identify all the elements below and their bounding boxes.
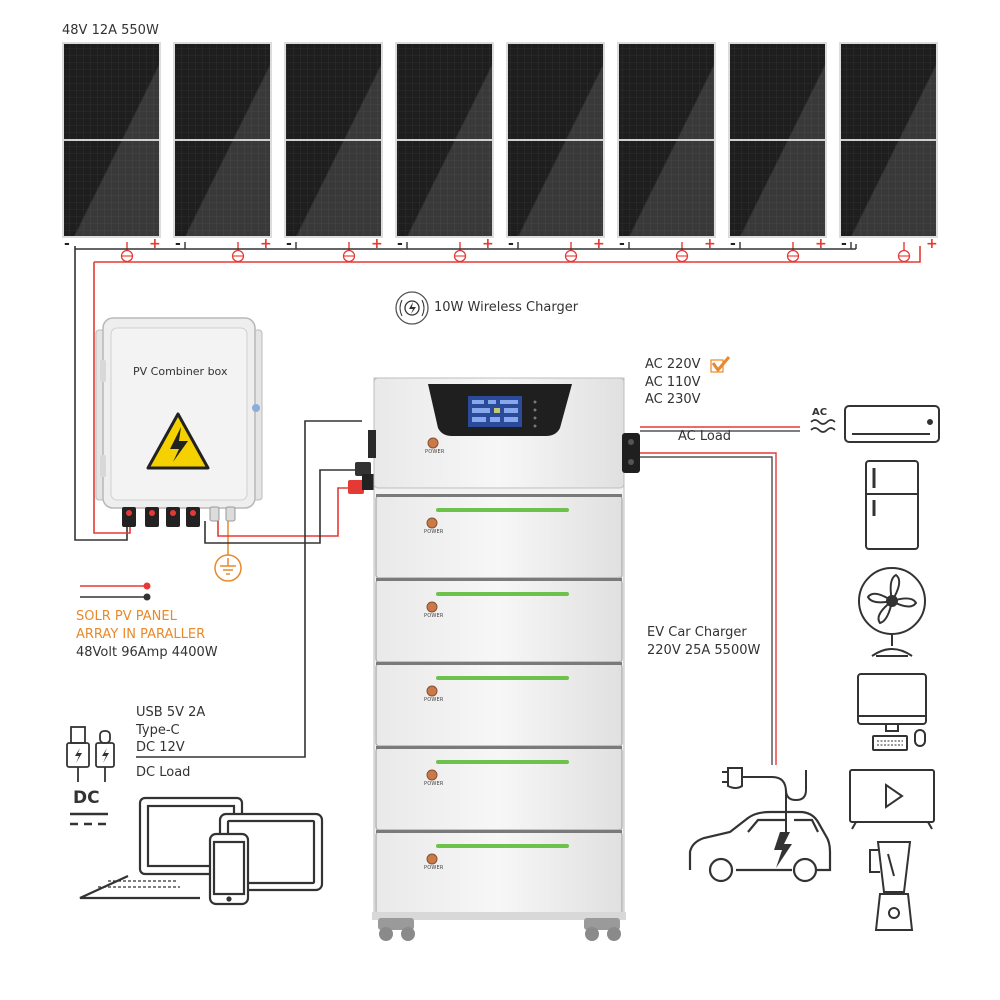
dc-symbol-label: DC [73, 788, 100, 808]
ev-charger-spec: 220V 25A 5500W [647, 642, 761, 658]
battery-module [375, 830, 623, 915]
ac-load-wiring [640, 426, 800, 765]
negative-terminal-label: - [841, 236, 847, 252]
pv-combiner-box [95, 317, 263, 527]
solar-panel-array: -+-+-+-+-+-+-+-+ [62, 42, 938, 263]
pv-array-title: SOLR PV PANEL ARRAY IN PARALLER [76, 608, 205, 643]
caster-wheels [378, 918, 621, 941]
power-button[interactable] [426, 853, 438, 865]
led-status-bar [436, 676, 569, 680]
smartphone-icon [208, 832, 250, 906]
power-button[interactable] [426, 601, 438, 613]
electric-car-icon [688, 810, 832, 883]
battery-module [375, 662, 623, 747]
ac-option-230: AC 230V [645, 392, 701, 408]
combiner-box-label: PV Combiner box [133, 365, 228, 378]
refrigerator-icon [865, 460, 919, 550]
ground-icon [214, 521, 242, 582]
led-status-bar [436, 760, 569, 764]
power-label: POWER [424, 613, 444, 619]
wireless-charger-label: 10W Wireless Charger [434, 300, 579, 315]
positive-terminal-label: + [704, 236, 716, 252]
combiner-connectors [122, 506, 236, 527]
panel-bus-wiring [74, 246, 921, 541]
power-button[interactable] [426, 685, 438, 697]
dc-load-label: DC Load [136, 765, 191, 780]
power-button[interactable] [426, 769, 438, 781]
positive-terminal-label: + [815, 236, 827, 252]
battery-module [375, 746, 623, 831]
negative-terminal-label: - [286, 236, 292, 252]
pv-array-line1: SOLR PV PANEL [76, 609, 177, 624]
led-status-bar [436, 844, 569, 848]
positive-terminal-label: + [482, 236, 494, 252]
negative-terminal-label: - [619, 236, 625, 252]
positive-terminal-label: + [593, 236, 605, 252]
ev-charger-labels: EV Car Charger 220V 25A 5500W [647, 624, 760, 659]
wire-legend [80, 582, 151, 601]
desktop-computer-icon [857, 673, 927, 751]
power-button[interactable] [427, 437, 439, 449]
power-label: POWER [424, 529, 444, 535]
battery-module [375, 494, 623, 579]
pv-array-line2: ARRAY IN PARALLER [76, 626, 206, 642]
ac-option-110: AC 110V [645, 374, 701, 390]
dc-typec-label: Type-C [136, 722, 180, 738]
dc-12v-label: DC 12V [136, 740, 185, 756]
usb-c-icon [95, 730, 115, 782]
power-label: POWER [424, 865, 444, 871]
ac-symbol-icon [810, 419, 836, 433]
positive-terminal-label: + [260, 236, 272, 252]
blender-icon [869, 841, 914, 931]
power-label: POWER [424, 781, 444, 787]
battery-tower [368, 377, 640, 941]
wireless-charger-icon [395, 291, 429, 325]
plug-icon [722, 767, 743, 789]
negative-terminal-label: - [730, 236, 736, 252]
negative-terminal-label: - [508, 236, 514, 252]
ac-option-220: AC 220V [645, 357, 701, 372]
ac-load-label: AC Load [678, 429, 732, 444]
dc-output-labels: USB 5V 2A Type-C DC 12V [136, 704, 205, 757]
negative-terminal-label: - [175, 236, 181, 252]
solar-panel: -+ [284, 42, 383, 263]
dc-symbol-lines [70, 812, 108, 826]
power-button[interactable] [426, 517, 438, 529]
battery-module [375, 578, 623, 663]
ac-voltage-options: AC 220V AC 110V AC 230V [645, 356, 701, 409]
solar-panel: -+ [173, 42, 272, 263]
negative-terminal-label: - [397, 236, 403, 252]
solar-panel: -+ [617, 42, 716, 263]
solar-panel: -+ [395, 42, 494, 263]
ev-charger-title: EV Car Charger [647, 625, 747, 640]
led-status-bar [436, 508, 569, 512]
solar-panel: -+ [839, 42, 938, 263]
solar-panel: -+ [506, 42, 605, 263]
air-conditioner-icon [844, 405, 940, 443]
pv-array-spec: 48Volt 96Amp 4400W [76, 645, 218, 660]
positive-terminal-label: + [149, 236, 161, 252]
electric-fan-icon [858, 567, 926, 657]
ev-charging-cable [742, 770, 807, 835]
negative-terminal-label: - [64, 236, 70, 252]
solar-panel: -+ [728, 42, 827, 263]
power-label: POWER [425, 449, 445, 455]
usb-a-icon [66, 726, 90, 782]
dc-usb-label: USB 5V 2A [136, 705, 206, 720]
solar-panel: -+ [62, 42, 161, 263]
combiner-to-inverter-wiring [204, 462, 374, 544]
positive-terminal-label: + [926, 236, 938, 252]
positive-terminal-label: + [371, 236, 383, 252]
selected-check-icon [711, 356, 731, 372]
panel-spec-label: 48V 12A 550W [62, 23, 159, 38]
led-status-bar [436, 592, 569, 596]
dc-load-wiring [136, 420, 362, 758]
ac-symbol-label: AC [812, 407, 828, 418]
television-icon [849, 769, 935, 830]
power-label: POWER [424, 697, 444, 703]
